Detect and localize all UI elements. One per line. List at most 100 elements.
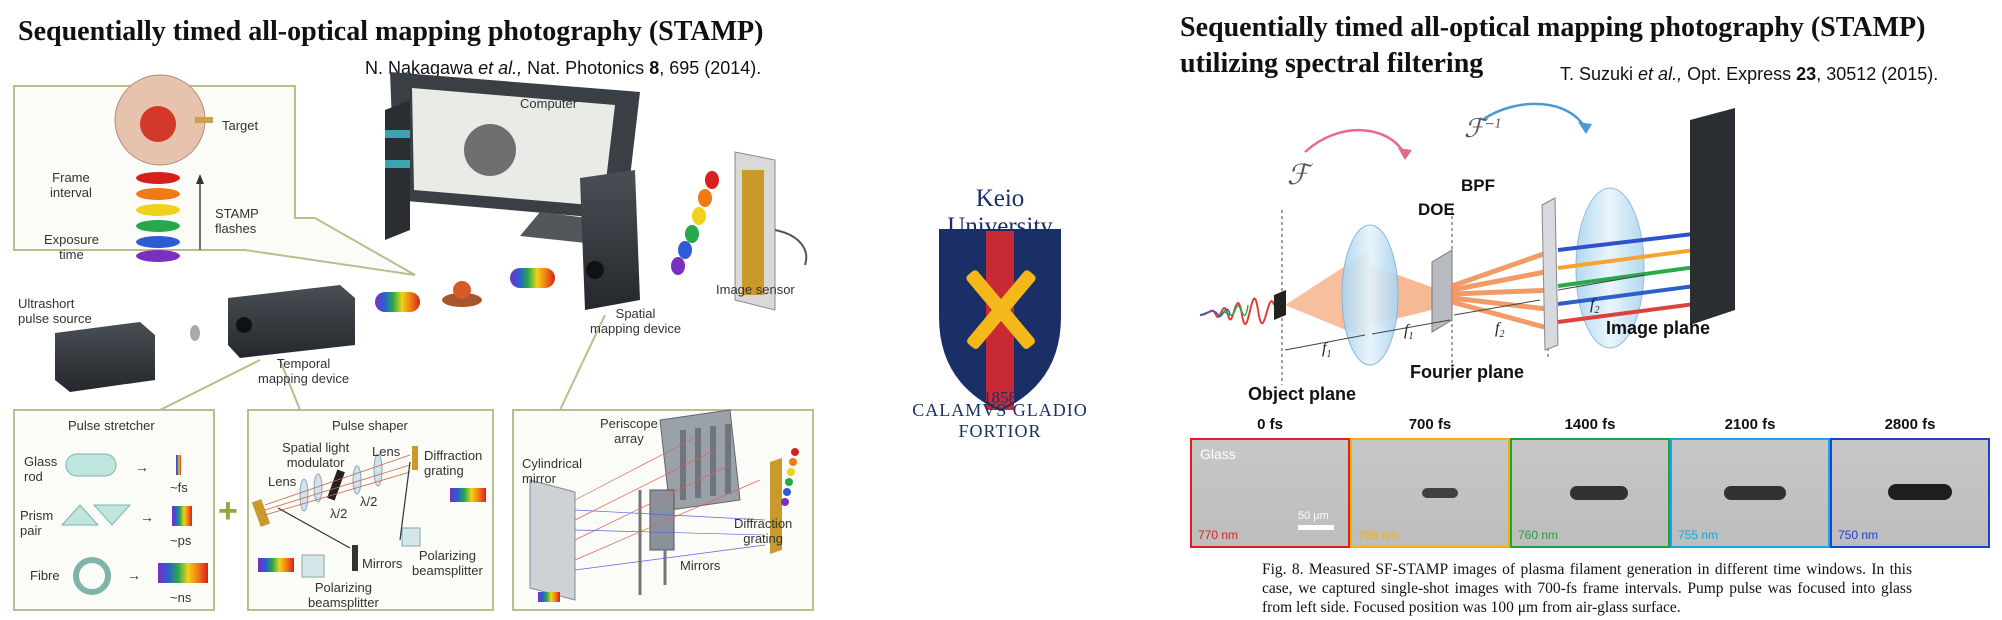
stamp-setup-figure: → → → [13,72,814,611]
ultrashort-line1: Ultrashort [18,296,75,311]
target-label: Target [222,118,259,133]
figure-caption: Fig. 8. Measured SF-STAMP images of plas… [1262,561,1912,616]
frame-image-1: 765 nm [1350,438,1510,548]
right-citation-pages: , 30512 (2015). [1816,64,1939,84]
f1a-f: f [1322,340,1327,357]
object-plane-label: Object plane [1248,384,1357,404]
pbs-a-line1: Polarizing [314,580,372,595]
glass-rod-line2: rod [24,469,43,484]
f2b-sub: 2 [1594,305,1600,317]
frame-image-0: Glass 50 μm 770 nm [1190,438,1350,548]
glass-rod-line1: Glass [24,454,58,469]
wavelength-3: 755 nm [1678,528,1719,542]
right-title-line2: utilizing spectral filtering [1180,48,1484,79]
citation-volume: 8 [649,58,660,78]
half-wave-b-label: λ/2 [360,494,378,509]
f1b-label: f1 [1404,322,1413,342]
diffraction-a-line2: grating [424,463,464,478]
pulse-stretcher-title: Pulse stretcher [68,418,155,433]
f1a-label: f1 [1322,340,1331,360]
svg-text:→: → [140,509,154,525]
frame-image-3: 755 nm [1670,438,1830,548]
f2a-sub: 2 [1499,329,1505,341]
scale-bar [1298,525,1334,530]
slm-line2: modulator [286,455,345,470]
pbs-b-line1: Polarizing [418,548,476,563]
f2a-label: f2 [1495,320,1504,340]
f2b-f: f [1590,296,1595,313]
fourier-transform-symbol: ℱ [1287,158,1310,191]
periscope-array [659,409,741,511]
svg-text:→: → [127,567,141,583]
diffraction-b-line2: grating [743,531,784,546]
keio-crest-logo [939,229,1061,412]
prism-pair-line2: pair [20,523,42,538]
svg-text:→: → [135,459,149,475]
ultrashort-pulse-source [55,322,155,392]
filament [1570,486,1628,500]
filament [1422,488,1458,498]
mirrors-a-label: Mirrors [362,556,403,571]
temporal-line2: mapping device [258,371,350,386]
periscope-line2: array [614,431,644,446]
cyl-line2: mirror [522,471,556,486]
bpf-label: BPF [1461,176,1495,195]
pbs-a-line2: beamsplitter [308,595,379,610]
frame-interval-line1: Frame [52,170,90,185]
frame-time-2: 1400 fs [1564,416,1616,433]
sensor-spots [671,171,719,275]
citation-journal: Nat. Photonics [527,58,645,78]
frame-time-0: 0 fs [1257,416,1283,433]
right-citation-journal: Opt. Express [1687,64,1792,84]
slm-line1: Spatial light [282,440,350,455]
cylindrical-mirror [529,479,576,601]
f2b-label: f2 [1590,296,1599,316]
scale-bar-label: 50 μm [1298,510,1329,522]
citation-pages: , 695 (2014). [659,58,762,78]
spatial-line2: mapping device [590,321,682,336]
stamp-flashes-line1: STAMP [215,206,259,221]
inverse-fourier-symbol: ℱ−1 [1464,114,1502,144]
frame-image-2: 760 nm [1510,438,1670,548]
temporal-mapping-device [228,285,355,358]
cyl-line1: Cylindrical [522,456,582,471]
wavelength-1: 765 nm [1358,528,1399,542]
stamp-flash-disks [136,172,180,262]
sf-stamp-diagram [1199,102,1735,385]
pulse-shaper-title: Pulse shaper [332,418,408,433]
spatial-mapping-device [580,170,640,310]
right-citation-authors: T. Suzuki [1560,64,1634,84]
temporal-line1: Temporal [276,356,331,371]
right-citation-volume: 23 [1796,64,1817,84]
diffraction-a-line1: Diffraction [424,448,483,463]
wavelength-2: 760 nm [1518,528,1559,542]
keio-motto: CALAMVS GLADIO FORTIOR [912,400,1088,441]
lens-a-label: Lens [268,474,297,489]
frame-time-3: 2100 fs [1724,416,1776,433]
inverse-sup: −1 [1484,116,1503,131]
ns-label: ~ns [170,590,192,605]
spatial-line1: Spatial [615,306,656,321]
f1b-sub: 1 [1408,331,1414,343]
right-citation-etal: et al., [1638,64,1683,84]
f1a-sub: 1 [1326,349,1332,361]
periscope-line1: Periscope [600,416,658,431]
stamp-flashes-line2: flashes [215,221,257,236]
half-wave-a-label: λ/2 [330,506,348,521]
inverse-f: ℱ [1464,114,1485,144]
citation-etal: et al., [478,58,523,78]
fourier-plane-label: Fourier plane [1410,362,1525,382]
prism-pair-line1: Prism [20,508,54,523]
mirrors-b-label: Mirrors [680,558,721,573]
